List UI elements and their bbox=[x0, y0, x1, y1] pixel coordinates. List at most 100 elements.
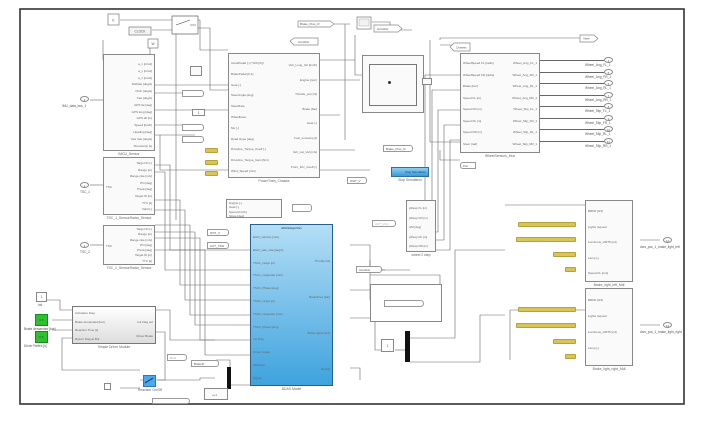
wheel-outport-label: Wheel_Ang_RL_1 bbox=[585, 86, 611, 90]
goto-accel-adas[interactable]: AccelIdx bbox=[356, 266, 382, 273]
goto-brake-pres-2[interactable]: Brake_Pres_R bbox=[383, 145, 413, 152]
reaction-switch-block[interactable] bbox=[143, 375, 156, 387]
lookup-goto-tag[interactable] bbox=[292, 204, 312, 212]
reaction-const[interactable] bbox=[104, 383, 111, 390]
radar1-inport[interactable]: 2 bbox=[80, 182, 89, 188]
saturation-block[interactable] bbox=[422, 78, 432, 85]
sum-label: u+1 bbox=[212, 393, 218, 397]
from-chassis-tag[interactable] bbox=[449, 42, 471, 52]
wheel-outport[interactable]: 8 bbox=[604, 103, 613, 109]
gain-value: 1 bbox=[386, 344, 389, 348]
adas-output-port-label: Brake lights [0/1] bbox=[307, 331, 330, 335]
goto-brake-pres-tag[interactable] bbox=[297, 20, 335, 28]
goto-brakeR[interactable]: BrakeR bbox=[191, 360, 219, 367]
wheel-mux-caption: WheelSensors_Mux bbox=[484, 154, 516, 158]
brake-right-outport[interactable]: 13 bbox=[663, 322, 672, 328]
goto-accel-tag-top[interactable] bbox=[373, 24, 403, 33]
adas-model-block[interactable]: ADASAlgorithm EGO_velocity [m/s]EGO_yaw_… bbox=[250, 224, 333, 386]
display-block[interactable] bbox=[190, 66, 202, 76]
driver-init-value: 1 bbox=[40, 295, 43, 299]
yellow-const-right-3[interactable] bbox=[553, 339, 576, 344]
wheel-sensor-mux-block[interactable]: WheelSpeed FL [rad/s]WheelSpeed FR [rad/… bbox=[460, 53, 540, 153]
multiport-switch-top[interactable] bbox=[171, 15, 199, 35]
mux-bar[interactable] bbox=[405, 331, 410, 362]
chassis-const-gain[interactable]: 1 bbox=[192, 109, 205, 116]
goto-tag-b[interactable] bbox=[182, 124, 204, 131]
wheel-outport[interactable]: 11 bbox=[604, 137, 613, 144]
from-aut-yaw[interactable]: AUT_YAW bbox=[207, 242, 229, 249]
green-brake-demand-block[interactable]: 0.5 bbox=[35, 314, 48, 326]
goto-tag-c[interactable] bbox=[182, 136, 204, 143]
imu-inport-number: 1 bbox=[83, 98, 86, 102]
yellow-const-right-4[interactable] bbox=[565, 354, 576, 359]
wheel-outport[interactable]: 6 bbox=[604, 80, 613, 86]
yellow-const-left-2[interactable] bbox=[516, 237, 576, 242]
yellow-const-left-1[interactable] bbox=[518, 222, 576, 227]
radar2-port-label: Target W [m] bbox=[134, 253, 152, 258]
brake-right-port-label: BRKD [0/1] bbox=[588, 298, 604, 302]
from-accel-tag[interactable] bbox=[289, 37, 319, 46]
radar2-inport[interactable]: 3 bbox=[80, 242, 89, 248]
wheel-outport-label: Wheel_Ang_RR_1 bbox=[585, 97, 612, 102]
chassis-input-port-label: Driveline_Torque_Coeff [-] bbox=[231, 147, 266, 152]
yellow-const-right-1[interactable] bbox=[518, 307, 576, 312]
powertrain-chassis-block[interactable]: AccelPedal [-] (*100 [%])BrakePedal [0-1… bbox=[228, 53, 320, 178]
clock-block[interactable] bbox=[128, 26, 152, 36]
driver-init-const[interactable]: 1 bbox=[36, 292, 47, 302]
yellow-const-1[interactable] bbox=[205, 148, 218, 153]
imu-port-label: Rollrate [deg/s] bbox=[131, 82, 152, 87]
from-wht-v[interactable]: WHT_V bbox=[347, 177, 367, 184]
wheel-outport-label: Wheel_Slip_FR_1 bbox=[585, 120, 611, 125]
xy-graph-block[interactable] bbox=[362, 55, 424, 113]
wheel-2-step-block[interactable]: pResp FL [m]pResp FR [m]wM [deg]pResp RL… bbox=[406, 200, 436, 252]
from-bus[interactable] bbox=[152, 398, 190, 404]
yellow-const-right-2[interactable] bbox=[516, 323, 576, 328]
green-driver-reflex-block[interactable]: 0.5 bbox=[35, 331, 48, 343]
radar2-port-label: Range rate [m/s] bbox=[129, 237, 152, 242]
wheel-2-step-caption: wheel 2 step bbox=[411, 253, 431, 257]
wheel-outport[interactable]: 7 bbox=[604, 91, 613, 98]
wheel-outport[interactable]: 10 bbox=[604, 126, 613, 132]
sum-block[interactable]: u+1 bbox=[204, 388, 228, 400]
const-k-block[interactable] bbox=[107, 13, 120, 26]
yellow-const-left-4[interactable] bbox=[565, 267, 576, 272]
goto-tag-a[interactable] bbox=[182, 90, 204, 97]
brake-left-outport[interactable]: 12 bbox=[663, 237, 672, 243]
wheel-outport[interactable]: 5 bbox=[604, 68, 613, 75]
imu-caption: IMCU_Sensor bbox=[118, 152, 140, 156]
wheel-outport[interactable]: 4 bbox=[604, 57, 613, 63]
goto-view-tag[interactable] bbox=[579, 34, 599, 43]
from-aut-vmx[interactable]: AUT_Vmx bbox=[372, 220, 396, 227]
imu-port-label: a_z [m/s2] bbox=[138, 75, 152, 80]
radar1-port-list: Target ID [-]Range [m]Range rate [m/s]Ph… bbox=[130, 160, 152, 213]
radar2-sensor-block[interactable]: TSC Target ID [-]Range [m]Range rate [m/… bbox=[103, 225, 155, 265]
lookup-port-list: Engine [-]Gear [-]Speed [km/h]Slope [deg… bbox=[229, 201, 247, 218]
wheel-outport[interactable]: 9 bbox=[604, 114, 613, 121]
yellow-const-3[interactable] bbox=[205, 171, 218, 176]
chassis-output-port-label: Fuel_consump [l] bbox=[294, 135, 317, 140]
bottom-mux-bar[interactable] bbox=[227, 367, 231, 389]
lookup-block[interactable]: Engine [-]Gear [-]Speed [km/h]Slope [deg… bbox=[226, 199, 282, 218]
chassis-input-port-label: Wind_Speed [m/s] bbox=[231, 168, 256, 173]
green-brake-demand-label: Brake demanded [bar] bbox=[24, 327, 56, 331]
radar1-sensor-block[interactable]: TSC Target ID [-]Range [m]Range rate [m/… bbox=[103, 157, 155, 215]
imu-sensor-block[interactable]: a_x [m/s2]a_y [m/s2]a_z [m/s2]Rollrate [… bbox=[103, 54, 155, 151]
imu-inport[interactable]: 1 bbox=[80, 96, 89, 102]
yellow-const-2[interactable] bbox=[205, 160, 218, 165]
goto-brakeR-label: BrakeR bbox=[194, 362, 205, 366]
const-w-block[interactable] bbox=[147, 38, 159, 49]
wheel-outport-line bbox=[540, 129, 604, 130]
radar1-caption: TSC_1_SensorRadar_Sensor bbox=[106, 216, 152, 220]
stop-simulation-block[interactable]: Stop Simulation bbox=[391, 167, 429, 177]
gain-block[interactable]: 1 bbox=[381, 339, 394, 352]
yellow-const-left-3[interactable] bbox=[553, 252, 576, 257]
radar1-port-label: Range rate [m/s] bbox=[129, 174, 152, 179]
from-ref1[interactable]: Ref1 bbox=[167, 354, 187, 361]
from-wht-v-adas[interactable]: WhT_V bbox=[207, 229, 229, 236]
goto-heading[interactable] bbox=[384, 300, 424, 307]
goto-pwr[interactable]: Pwr bbox=[460, 162, 476, 169]
